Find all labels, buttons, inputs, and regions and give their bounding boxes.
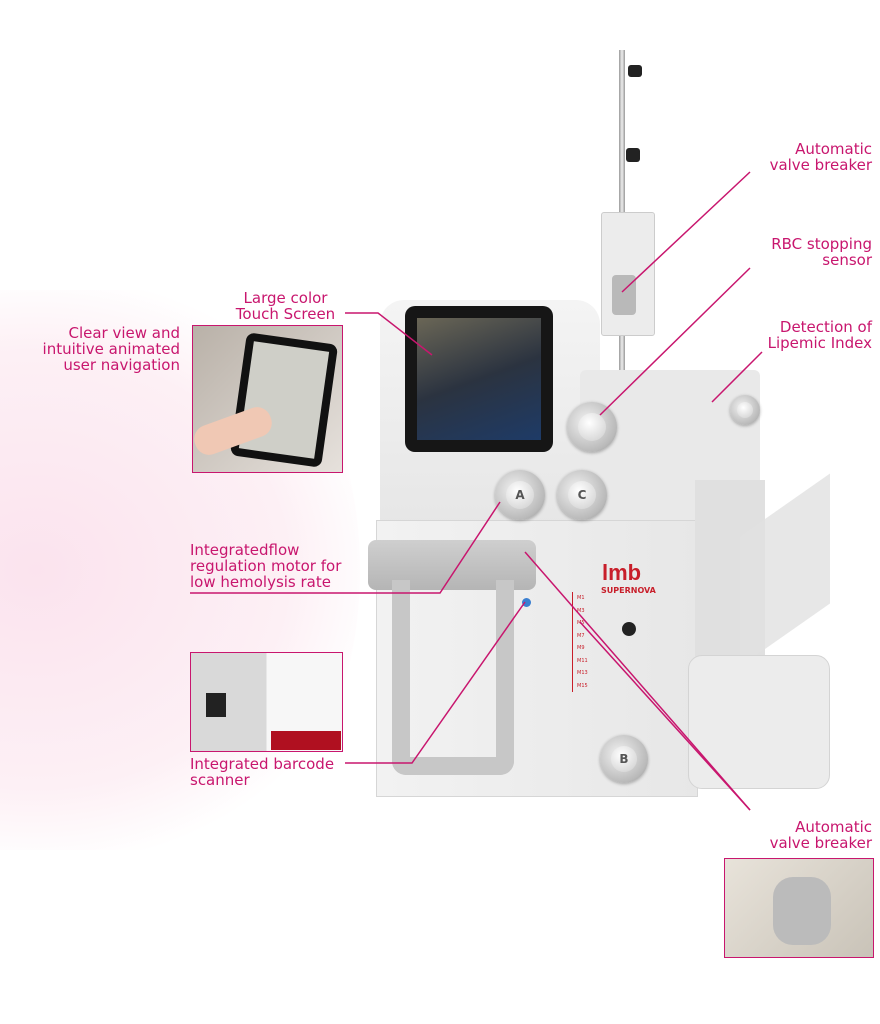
press-plate — [392, 580, 514, 775]
model-name: SUPERNOVA — [601, 586, 656, 595]
port — [622, 622, 636, 636]
touch-screen — [405, 306, 553, 452]
base-tray — [688, 655, 830, 789]
barcode-scanner-photo — [190, 652, 343, 752]
barcode-scanner-button — [522, 598, 531, 607]
valve-breaker-photo — [724, 858, 874, 958]
valve-breaker-unit — [601, 212, 655, 336]
lipemic-sensor-knob — [730, 395, 760, 425]
line-rbc-sensor — [599, 267, 751, 416]
leader-lines — [190, 171, 763, 811]
line-touch-screen — [345, 312, 433, 356]
line-flow-motor — [190, 501, 501, 594]
line-valve-breaker-top — [621, 171, 751, 293]
line-lipemic — [711, 351, 763, 403]
pole-knob — [626, 148, 640, 162]
iv-pole — [619, 50, 625, 370]
brand-logo: lmb — [602, 560, 642, 585]
line-valve-breaker-bottom-2 — [579, 621, 751, 811]
button-a[interactable]: A — [495, 470, 545, 520]
pole-knob — [628, 65, 642, 77]
line-valve-breaker-bottom-1 — [524, 551, 751, 811]
touchscreen-photo — [192, 325, 343, 473]
line-barcode — [345, 601, 526, 764]
rbc-sensor-knob — [567, 402, 617, 452]
button-c[interactable]: C — [557, 470, 607, 520]
button-b[interactable]: B — [600, 735, 648, 783]
